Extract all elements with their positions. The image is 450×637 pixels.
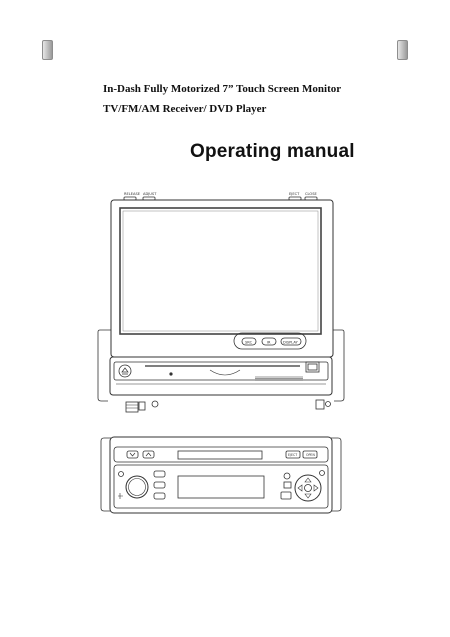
closed-open-label: OPEN — [306, 453, 315, 457]
side-button[interactable] — [280, 491, 292, 500]
display-button[interactable] — [280, 337, 302, 346]
subtitle-line-1: In-Dash Fully Motorized 7” Touch Screen … — [103, 83, 342, 95]
vent-grille — [255, 376, 303, 381]
aux-port-inner — [307, 363, 318, 371]
enter-button[interactable] — [304, 484, 312, 492]
mode-button-3[interactable] — [153, 492, 166, 500]
subtitle-line-2: TV/FM/AM Receiver/ DVD Player — [103, 103, 267, 115]
right-screw — [325, 401, 331, 407]
card-slot — [283, 481, 292, 489]
eject-icon — [121, 367, 129, 375]
button-bar — [233, 332, 307, 350]
closed-open-button[interactable] — [302, 450, 318, 459]
up-button[interactable] — [142, 450, 155, 459]
corner-button[interactable] — [319, 470, 325, 476]
volume-knob[interactable] — [125, 475, 149, 499]
label-close: CLOSE — [305, 192, 317, 196]
top-control-bar — [113, 446, 329, 463]
ir-sensor — [169, 372, 173, 376]
label-adjust: ADJUST — [143, 192, 157, 196]
dpad-arrows-icon — [297, 477, 319, 499]
left-knob — [125, 401, 139, 413]
front-chassis — [109, 356, 333, 396]
mode-button-2[interactable] — [153, 481, 166, 489]
closed-unit: EJECT OPEN — [100, 436, 342, 514]
closed-right-bracket — [331, 437, 342, 512]
ir-button[interactable] — [261, 337, 277, 346]
binder-tab-right — [397, 40, 408, 60]
navigation-pad[interactable] — [294, 474, 322, 502]
src-label: SRC — [245, 341, 253, 345]
chevron-down-icon — [129, 452, 136, 457]
lcd-display — [177, 475, 265, 499]
closed-left-bracket — [100, 437, 111, 512]
aux-port — [305, 361, 320, 373]
touch-screen[interactable] — [119, 207, 322, 335]
left-bracket — [97, 329, 111, 402]
label-eject: EJECT — [289, 192, 300, 196]
lower-panel — [113, 464, 329, 509]
open-unit: RELEASE ADJUST EJECT CLOSE SRC IR DISPLA… — [97, 192, 345, 413]
page-title: Operating manual — [190, 141, 355, 162]
left-knob-ridge — [126, 404, 138, 409]
top-slot — [177, 450, 263, 460]
chevron-up-icon — [145, 452, 152, 457]
power-button[interactable] — [118, 471, 124, 477]
closed-eject-button[interactable] — [285, 450, 301, 459]
screen-inner — [122, 210, 319, 332]
down-button[interactable] — [126, 450, 139, 459]
eject-button[interactable] — [118, 364, 132, 378]
slot-curve — [209, 369, 241, 376]
right-post — [315, 399, 325, 410]
volume-knob-inner — [128, 478, 146, 496]
left-knob-cap — [138, 401, 146, 411]
label-release: RELEASE — [124, 192, 141, 196]
left-screw — [151, 400, 159, 408]
binder-tab-left — [42, 40, 53, 60]
sensor-button[interactable] — [283, 472, 291, 480]
closed-eject-label: EJECT — [288, 453, 297, 457]
disc-panel — [113, 361, 329, 381]
display-label: DISPLAY — [283, 341, 299, 345]
mode-button-1[interactable] — [153, 470, 166, 478]
ir-label: IR — [267, 341, 271, 345]
src-button[interactable] — [241, 337, 257, 346]
closed-faceplate — [109, 436, 333, 514]
right-bracket — [333, 329, 345, 402]
mute-icon — [118, 493, 123, 499]
